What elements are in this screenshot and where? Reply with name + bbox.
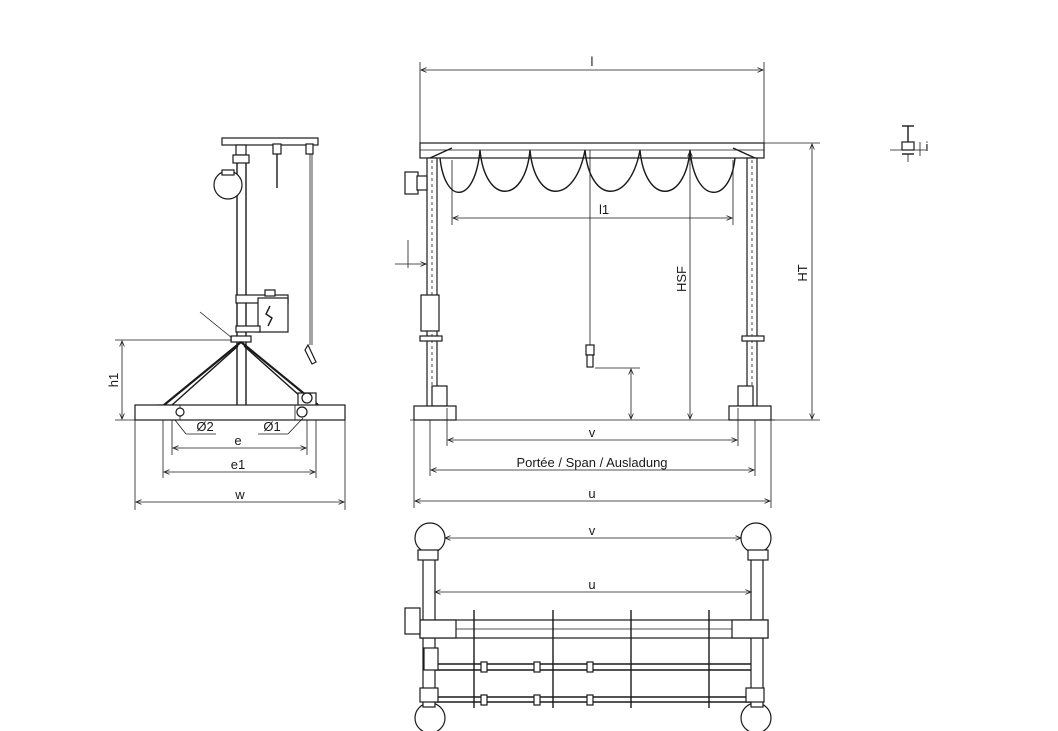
label-ht: HT [795,264,810,281]
dimension-labels: l l1 HSF HT i v Portée / Span / Ausladun… [106,54,929,592]
label-w: w [234,487,245,502]
label-hsf: HSF [674,266,689,292]
label-d1: Ø1 [263,419,280,434]
label-l: l [591,54,594,69]
beam-detail [890,125,926,162]
label-v-top: v [589,523,596,538]
label-i: i [926,139,929,154]
label-e: e [234,433,241,448]
label-span: Portée / Span / Ausladung [516,455,667,470]
label-v: v [589,425,596,440]
label-l1: l1 [599,202,609,217]
top-view [404,522,772,731]
label-u: u [588,486,595,501]
label-e1: e1 [231,457,245,472]
side-view [115,137,346,510]
label-d2: Ø2 [196,419,213,434]
label-h1: h1 [106,373,121,387]
front-view [395,62,820,508]
label-u-top: u [588,577,595,592]
